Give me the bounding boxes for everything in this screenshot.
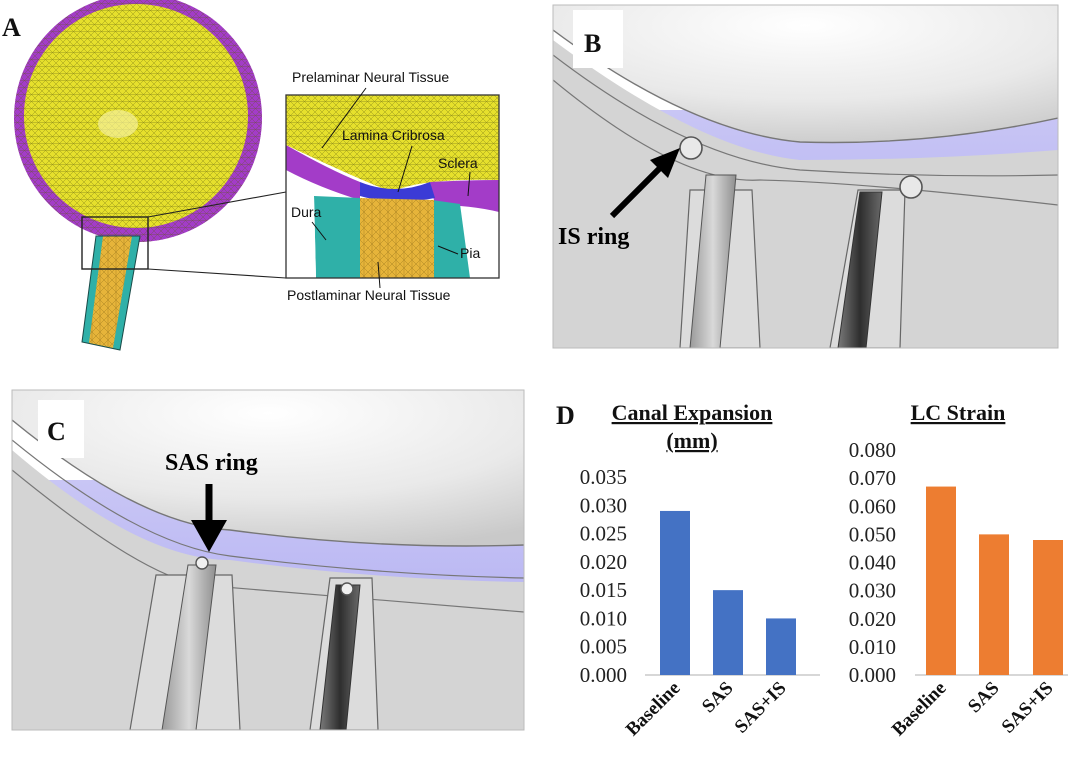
is-ring-arrow bbox=[609, 148, 680, 219]
chart-canal-expansion: Canal Expansion (mm) 0.035 0.030 0.025 0.02… bbox=[580, 400, 820, 740]
chart-2-ytick-label: 0.040 bbox=[849, 551, 896, 575]
globe-mesh bbox=[14, 0, 262, 242]
chart-1-ytick-label: 0.000 bbox=[580, 663, 627, 687]
chart-1-ytick-label: 0.025 bbox=[580, 522, 627, 546]
chart-1-bar-sas-is bbox=[766, 618, 796, 675]
is-ring-label: IS ring bbox=[558, 224, 629, 250]
panel-b-letter: B bbox=[584, 29, 601, 58]
panel-b: B IS ring bbox=[552, 4, 1059, 349]
inset-detail bbox=[285, 94, 500, 279]
panel-a-letter: A bbox=[2, 13, 21, 42]
chart-1-bar-sas bbox=[713, 590, 743, 675]
panel-d: D Canal Expansion (mm) 0.035 0.030 0.025 0.… bbox=[556, 400, 1068, 740]
label-postlaminar: Postlaminar Neural Tissue bbox=[287, 287, 451, 303]
chart-2-ytick-label: 0.010 bbox=[849, 635, 896, 659]
chart-2-category-label: SAS bbox=[964, 678, 1003, 717]
optic-nerve-mesh bbox=[81, 235, 141, 351]
chart-2-ytick-label: 0.000 bbox=[849, 663, 896, 687]
chart-2-title: LC Strain bbox=[911, 400, 1006, 425]
label-sclera: Sclera bbox=[438, 155, 478, 171]
panel-d-letter: D bbox=[556, 401, 575, 430]
is-ring-left bbox=[679, 136, 703, 160]
zoom-box bbox=[81, 216, 149, 270]
chart-1-ytick-label: 0.020 bbox=[580, 550, 627, 574]
sas-ring-arrow bbox=[191, 484, 227, 552]
chart-1-title-line-2: (mm) bbox=[666, 428, 717, 453]
chart-1-category-label: SAS bbox=[698, 678, 737, 717]
chart-2-ytick-label: 0.030 bbox=[849, 579, 896, 603]
lamina-layer bbox=[360, 182, 435, 202]
eye-interior bbox=[553, 5, 1058, 143]
chart-2-ytick-label: 0.060 bbox=[849, 494, 896, 518]
panel-c-letter: C bbox=[47, 417, 66, 446]
chart-2-ytick-label: 0.020 bbox=[849, 607, 896, 631]
chart-1-category-label: Baseline bbox=[622, 678, 685, 741]
chart-1-bar-baseline bbox=[660, 510, 690, 675]
chart-1-ytick-label: 0.035 bbox=[580, 465, 627, 489]
panel-a: A bbox=[2, 0, 500, 351]
chart-2-bar-baseline bbox=[926, 486, 956, 675]
chart-2-ytick-label: 0.080 bbox=[849, 438, 896, 462]
label-pia: Pia bbox=[460, 245, 480, 261]
chart-2-ytick-label: 0.070 bbox=[849, 466, 896, 490]
sas-ring-label: SAS ring bbox=[165, 450, 258, 476]
chart-2-category-label: SAS+IS bbox=[998, 678, 1058, 738]
chart-1-ytick-label: 0.005 bbox=[580, 635, 627, 659]
eye-interior-c bbox=[12, 390, 524, 546]
is-ring-right bbox=[899, 175, 923, 199]
chart-1-category-label: SAS+IS bbox=[731, 678, 791, 738]
chart-2-bar-sas-is bbox=[1033, 540, 1063, 675]
sas-ring-right bbox=[340, 582, 354, 596]
panel-c: C SAS ring bbox=[11, 389, 525, 731]
chart-lc-strain: LC Strain 0.080 0.070 0.060 0.050 0.040 0.030… bbox=[849, 400, 1068, 740]
label-dura: Dura bbox=[291, 204, 322, 220]
chart-2-category-label: Baseline bbox=[888, 678, 951, 741]
label-lamina: Lamina Cribrosa bbox=[342, 127, 445, 143]
chart-1-ytick-label: 0.010 bbox=[580, 606, 627, 630]
chart-1-ytick-label: 0.030 bbox=[580, 493, 627, 517]
label-prelaminar: Prelaminar Neural Tissue bbox=[292, 69, 449, 85]
chart-2-bar-sas bbox=[979, 534, 1009, 675]
chart-1-title-line-1: Canal Expansion bbox=[612, 400, 773, 425]
sas-ring-left bbox=[195, 556, 209, 570]
chart-1-ytick-label: 0.015 bbox=[580, 578, 627, 602]
chart-2-ytick-label: 0.050 bbox=[849, 522, 896, 546]
